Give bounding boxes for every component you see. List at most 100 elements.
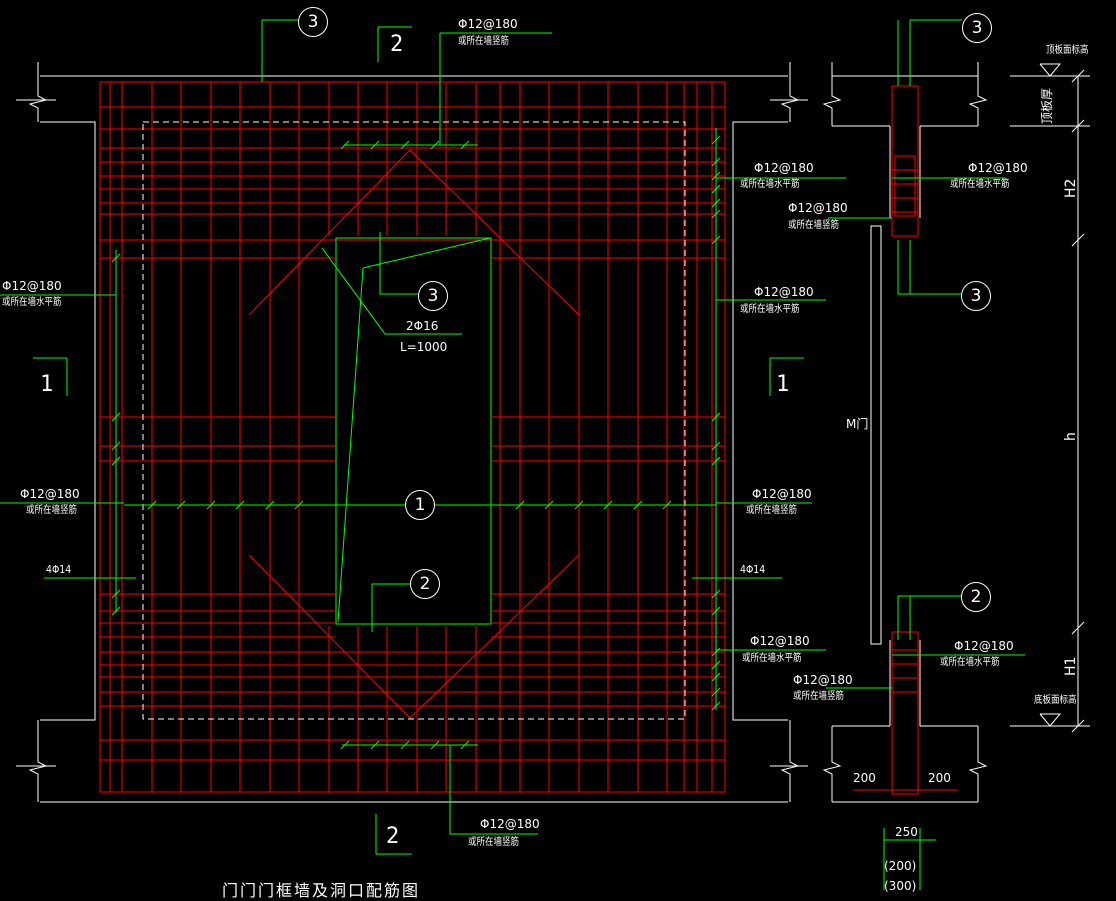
leader-tick <box>711 184 721 194</box>
section-break-tl <box>822 62 842 126</box>
note-right-2-alt: 或所在墙竖筋 <box>788 220 839 231</box>
break-symbol-bl <box>28 720 48 802</box>
section-break-tr <box>968 62 988 126</box>
break-symbol-tl <box>28 62 48 122</box>
callout-3-mid: 3 <box>418 281 448 311</box>
note-left-mid-spec: Φ12@180 <box>20 487 80 501</box>
door-label: M门 <box>846 417 869 431</box>
dim-300-paren: (300) <box>884 879 917 893</box>
callout-2: 2 <box>410 569 440 599</box>
note-section-2-spec: Φ12@180 <box>954 639 1014 653</box>
dim-h: h <box>1063 432 1079 441</box>
leader-tick <box>711 235 721 245</box>
top-elevation-label: 顶板面标高 <box>1046 45 1089 56</box>
section-mark-1-left: 1 <box>40 372 54 397</box>
leader-lines <box>0 19 1025 890</box>
dim-tick <box>1071 719 1085 733</box>
callout-2-section: 2 <box>961 582 991 612</box>
note-right-mid-spec: Φ12@180 <box>752 487 812 501</box>
note-right-2-spec: Φ12@180 <box>788 201 848 215</box>
section-rebar-upper <box>891 85 919 237</box>
leader-tick <box>370 740 380 750</box>
leader-tick <box>460 140 470 150</box>
leader-tick <box>711 198 721 208</box>
leader-tick <box>111 589 121 599</box>
leader-tick <box>400 740 410 750</box>
note-right-mid-alt: 或所在墙竖筋 <box>746 505 797 516</box>
leader-tick <box>711 135 721 145</box>
diagonal-rebar-bottom <box>248 554 580 719</box>
note-section-2-alt: 或所在墙水平筋 <box>940 657 1000 668</box>
leader-2phi16 <box>321 247 462 335</box>
leader-tick <box>111 606 121 616</box>
leader-tick <box>711 647 721 657</box>
wall-left-jamb <box>40 121 96 721</box>
leader-tick <box>460 740 470 750</box>
note-left-upper-alt: 或所在墙水平筋 <box>2 297 62 308</box>
drawing-title: 门门门框墙及洞口配筋图 <box>222 881 421 900</box>
leader-tick <box>265 500 275 510</box>
dim-tick <box>1071 233 1085 247</box>
break-symbol-br <box>780 720 800 802</box>
leader-tick <box>711 157 721 167</box>
leader-tick <box>662 500 672 510</box>
dim-H1: H1 <box>1063 656 1079 676</box>
leader-3-mid <box>379 232 418 295</box>
callout-3-section-mid: 3 <box>961 281 991 311</box>
leader-tick <box>544 500 554 510</box>
callout-1: 1 <box>405 490 435 520</box>
wall-right-jamb <box>732 121 788 721</box>
note-section-1-spec: Φ12@180 <box>968 161 1028 175</box>
dim-tick <box>1071 119 1085 133</box>
note-right-5-alt: 或所在墙竖筋 <box>793 691 844 702</box>
section-mark-1-right: 1 <box>776 372 790 397</box>
leader-tick <box>711 441 721 451</box>
leader-tick <box>111 253 121 263</box>
elev-top-triangle <box>1039 63 1062 77</box>
leader-tick <box>235 500 245 510</box>
note-l1000: L=1000 <box>400 340 448 354</box>
callout-3-section-top: 3 <box>962 13 992 43</box>
diagonal-rebar-top <box>248 149 580 316</box>
note-right-4-alt: 或所在墙水平筋 <box>742 653 802 664</box>
leader-tick <box>400 140 410 150</box>
callout-3-top: 3 <box>298 7 328 37</box>
wall-outline <box>16 62 1090 803</box>
leader-tick <box>711 171 721 181</box>
dim-250: 250 <box>895 825 918 839</box>
note-right-3-alt: 或所在墙水平筋 <box>740 304 800 315</box>
leader-tick <box>711 456 721 466</box>
leader-tick <box>340 740 350 750</box>
leader-tick <box>111 412 121 422</box>
leader-bottom-spec <box>449 745 538 835</box>
note-right-4-spec: Φ12@180 <box>750 634 810 648</box>
rebar-lines <box>99 81 958 795</box>
leader-tick <box>515 500 525 510</box>
note-right-1-spec: Φ12@180 <box>754 161 814 175</box>
break-symbol-tr <box>780 62 800 122</box>
note-top-spec: Φ12@180 <box>458 17 518 31</box>
leader-tick <box>711 672 721 682</box>
note-section-1-alt: 或所在墙水平筋 <box>950 179 1010 190</box>
leader-tick <box>711 589 721 599</box>
section-break-br <box>968 726 988 802</box>
dashed-boundary <box>142 121 686 720</box>
rebar-outer-frame <box>99 81 726 793</box>
section-rebar-upper-inner <box>894 155 916 217</box>
leader-tick <box>711 412 721 422</box>
leader-tick <box>294 500 304 510</box>
leader-tick <box>206 500 216 510</box>
note-bottom-spec: Φ12@180 <box>480 817 540 831</box>
leader-tick <box>370 140 380 150</box>
note-left-4phi14: 4Φ14 <box>46 563 72 576</box>
section-mark-2-top: 2 <box>390 32 404 57</box>
leader-tick <box>711 687 721 697</box>
leader-3-top <box>261 19 298 82</box>
section-mark-2-bottom: 2 <box>386 824 400 849</box>
dim-tick <box>1071 69 1085 83</box>
leader-tick <box>711 209 721 219</box>
leader-tick <box>111 456 121 466</box>
leader-tick <box>633 500 643 510</box>
leader-tick <box>111 441 121 451</box>
